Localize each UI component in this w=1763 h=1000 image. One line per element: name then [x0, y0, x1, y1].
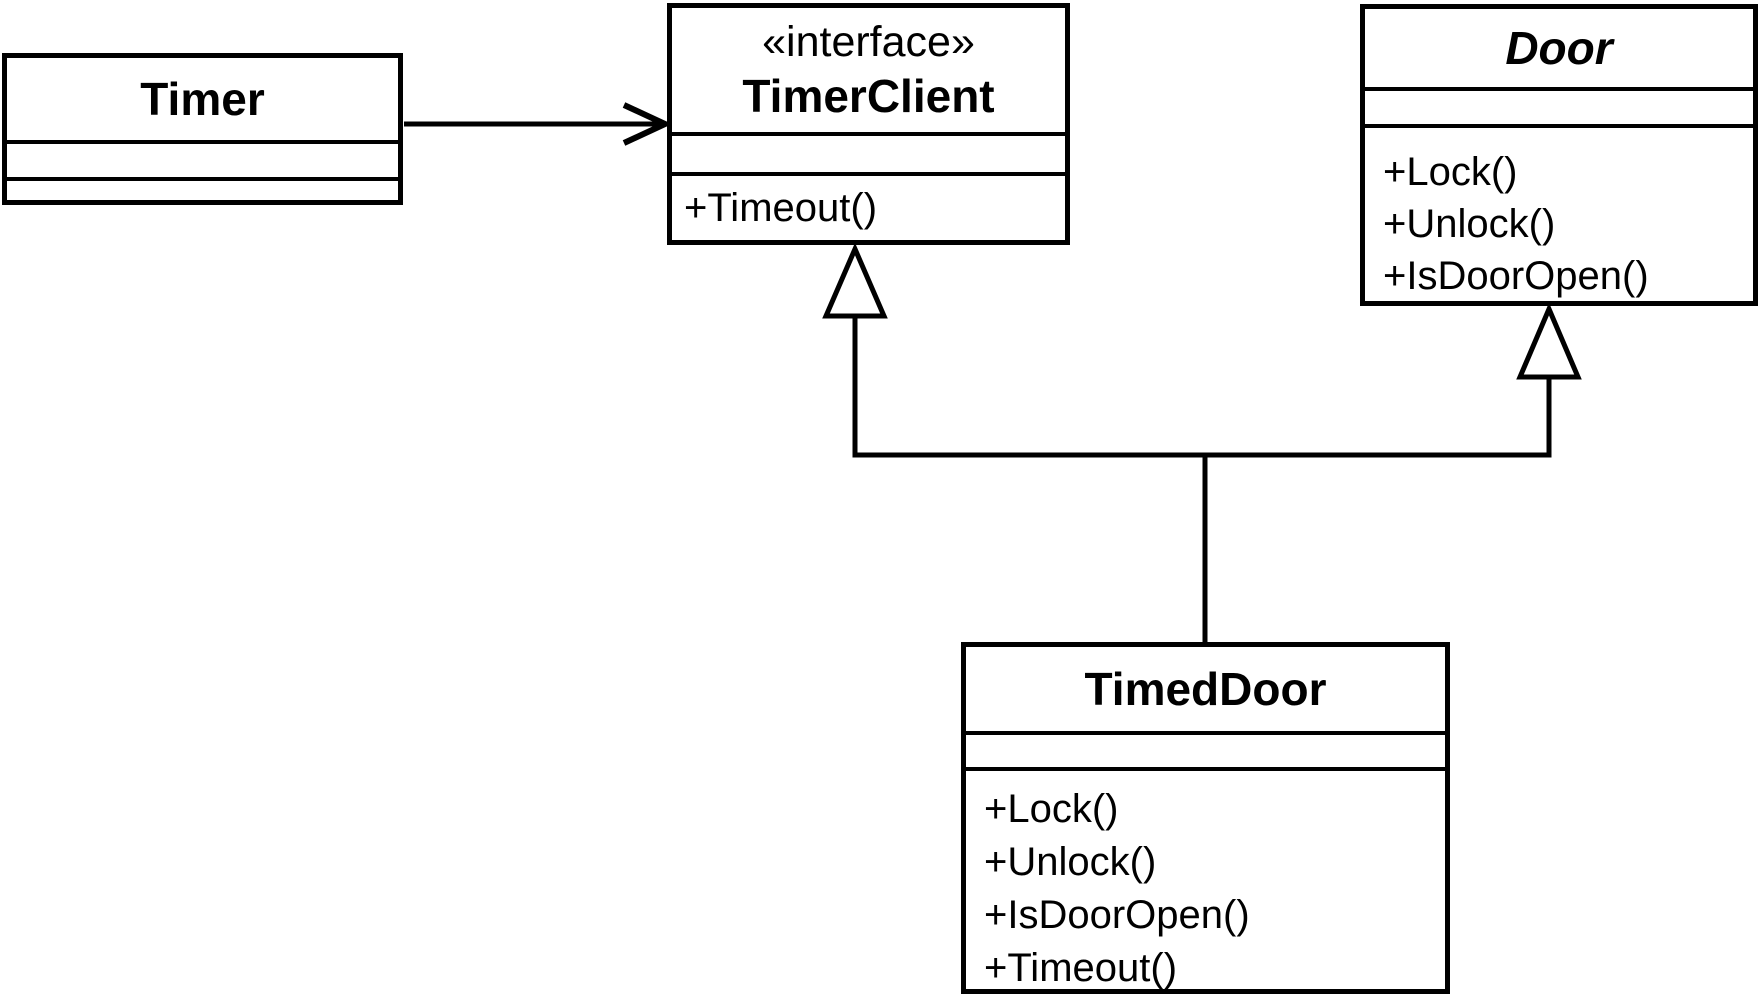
hollow-triangle-icon-door	[1516, 302, 1582, 380]
class-methods-compartment	[7, 177, 398, 200]
class-box-timeddoor: TimedDoor +Lock() +Unlock() +IsDoorOpen(…	[961, 642, 1450, 994]
class-title-compartment: TimedDoor	[966, 647, 1445, 731]
method-label: +Timeout()	[684, 186, 878, 230]
class-name-label: TimerClient	[742, 70, 995, 122]
class-methods-compartment: +Lock() +Unlock() +IsDoorOpen() +Timeout…	[966, 767, 1445, 995]
method-label: +Timeout()	[984, 946, 1178, 990]
class-box-timerclient: «interface» TimerClient +Timeout()	[667, 3, 1070, 245]
class-name-label: Door	[1505, 22, 1613, 74]
method-label: +Lock()	[1383, 150, 1518, 194]
open-arrowhead-icon	[622, 102, 673, 146]
class-name-label: Timer	[140, 73, 265, 125]
class-title-compartment: Timer	[7, 58, 398, 140]
class-methods-compartment: +Timeout()	[672, 172, 1065, 240]
method-label: +IsDoorOpen()	[1383, 254, 1649, 298]
class-attributes-compartment	[966, 731, 1445, 767]
class-name-label: TimedDoor	[1084, 663, 1327, 715]
stereotype-label: «interface»	[762, 18, 975, 66]
class-box-door: Door +Lock() +Unlock() +IsDoorOpen()	[1360, 4, 1758, 306]
class-title-compartment: «interface» TimerClient	[672, 8, 1065, 132]
class-attributes-compartment	[1365, 87, 1753, 124]
generalization-edge-timeddoor-timerclient-door	[852, 314, 1552, 458]
method-label: +IsDoorOpen()	[984, 893, 1250, 937]
class-attributes-compartment	[7, 140, 398, 177]
hollow-triangle-icon-timerclient	[822, 242, 888, 319]
class-methods-compartment: +Lock() +Unlock() +IsDoorOpen()	[1365, 124, 1753, 302]
class-title-compartment: Door	[1365, 9, 1753, 87]
class-attributes-compartment	[672, 132, 1065, 172]
method-label: +Unlock()	[984, 840, 1157, 884]
method-label: +Unlock()	[1383, 202, 1556, 246]
method-label: +Lock()	[984, 787, 1119, 831]
class-box-timer: Timer	[2, 53, 403, 205]
